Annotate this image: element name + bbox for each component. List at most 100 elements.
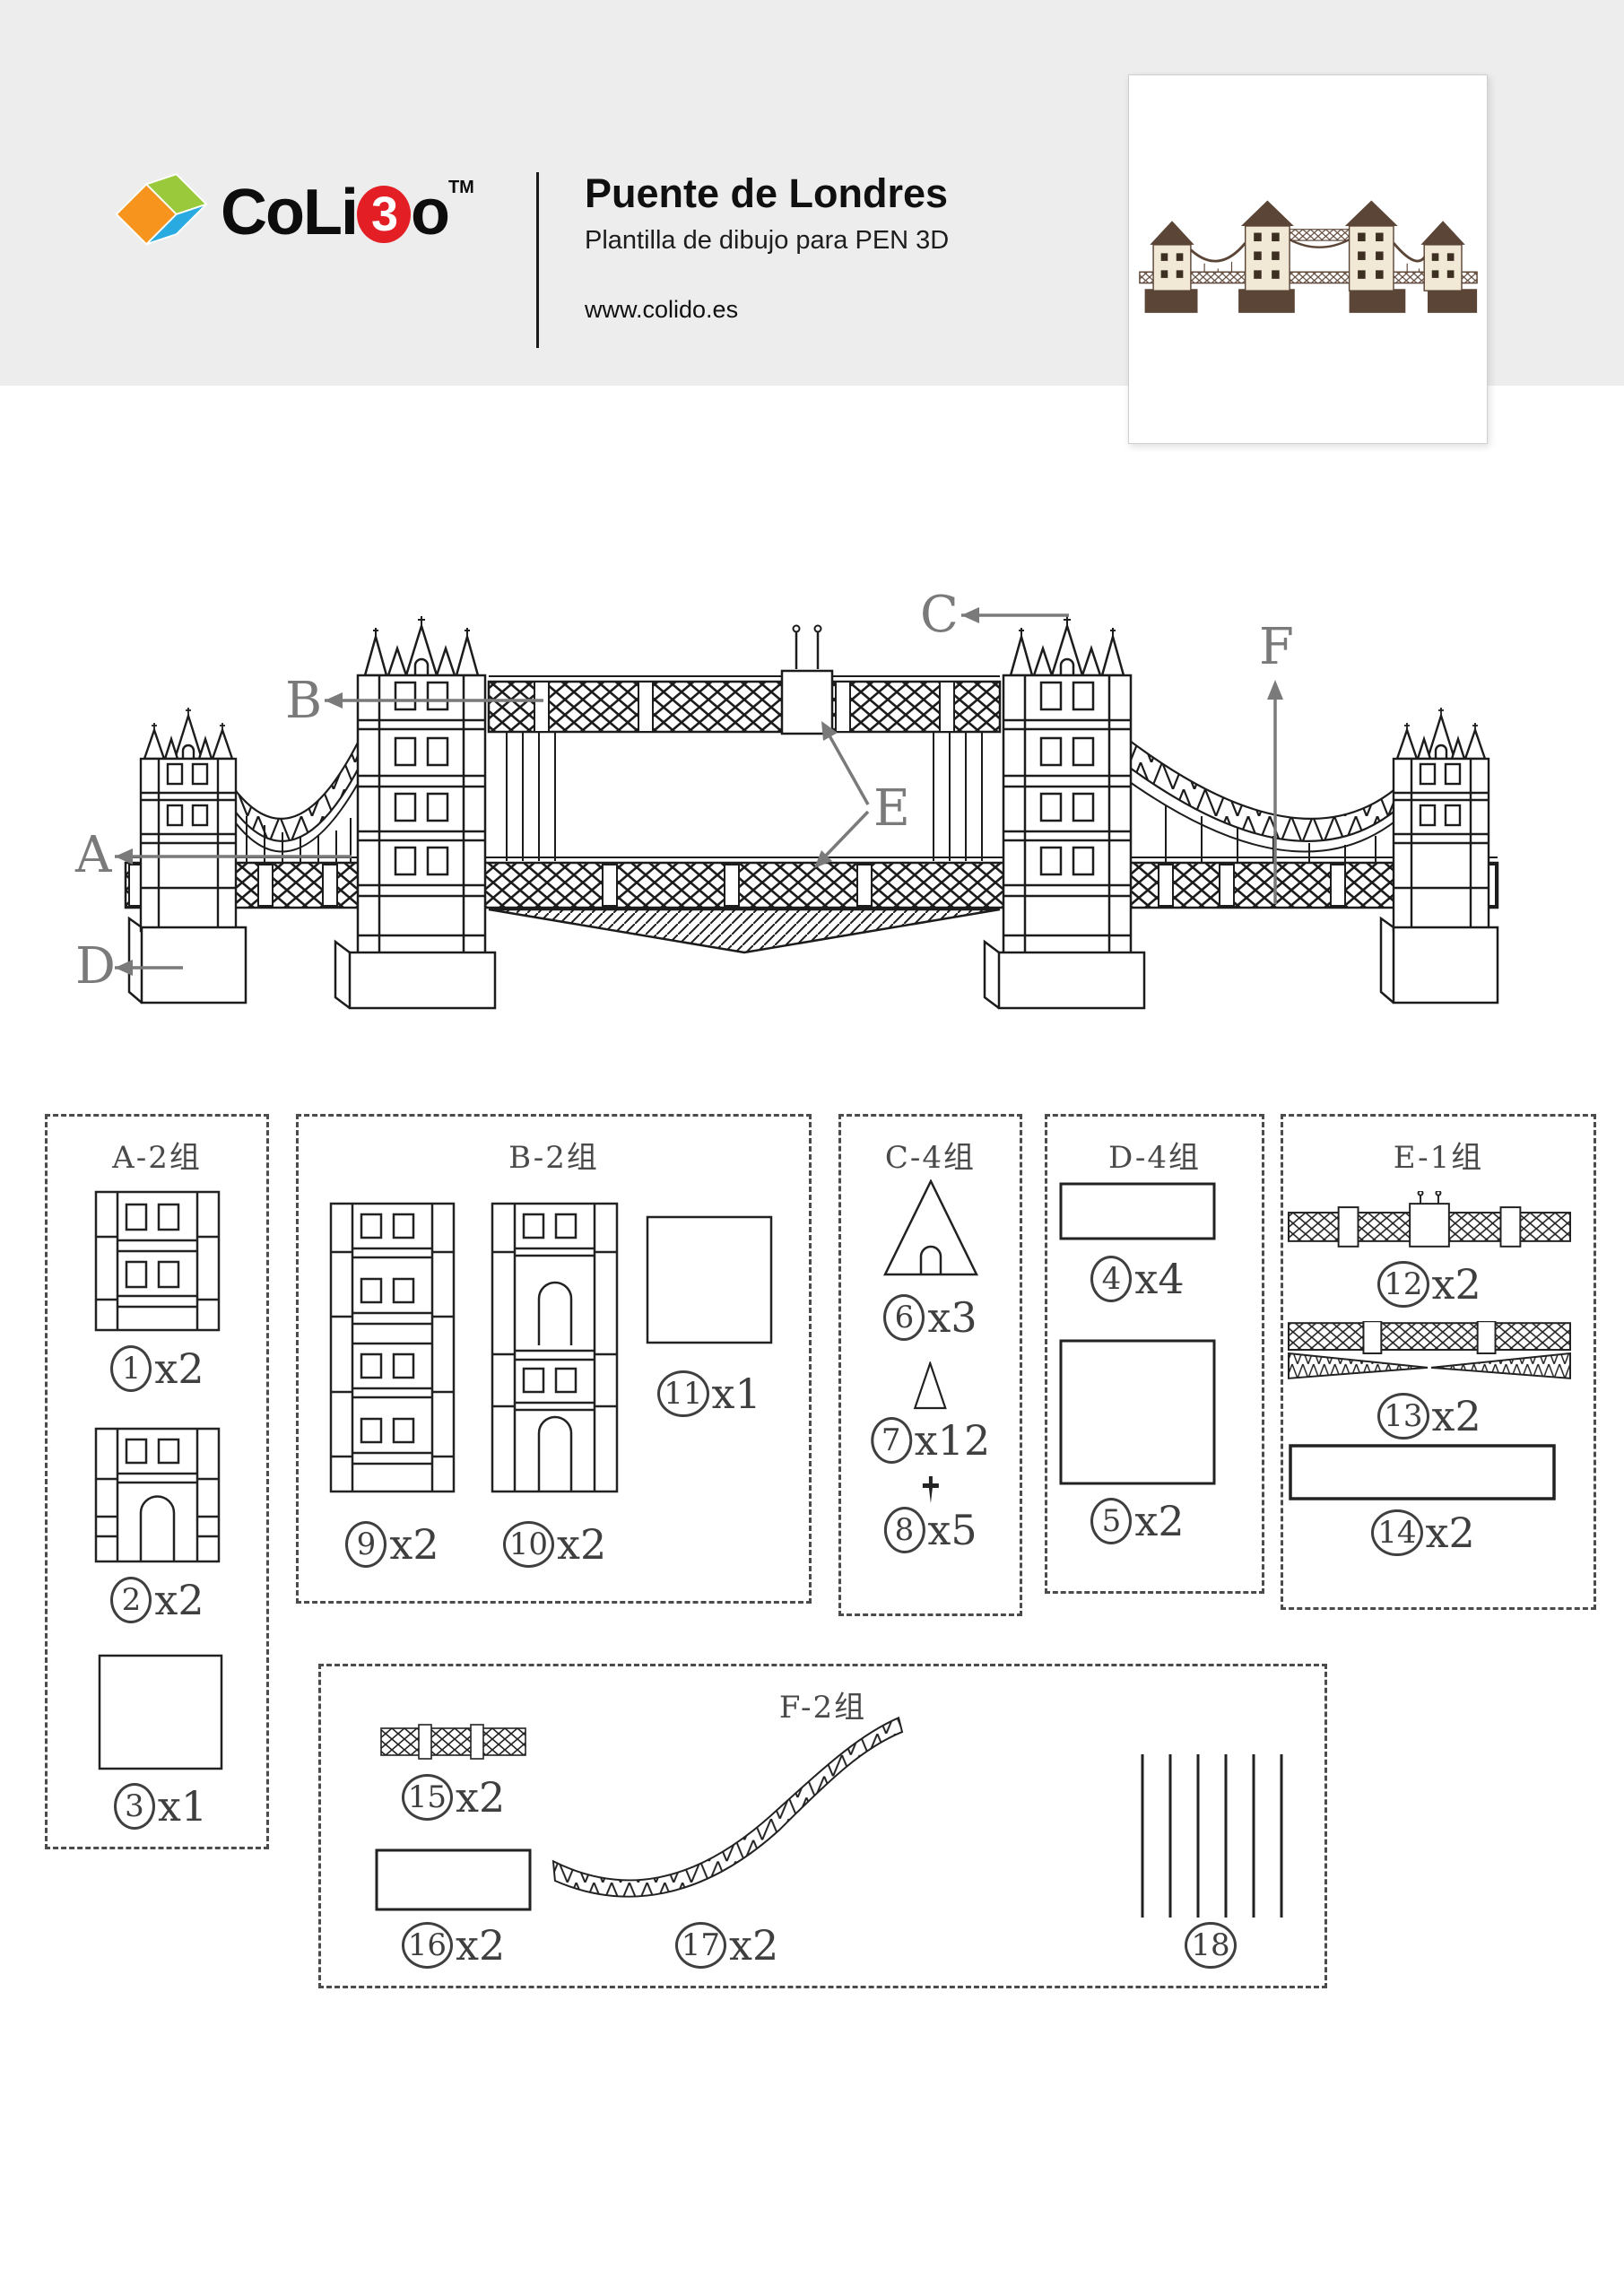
part-18-drawing xyxy=(1141,1754,1283,1918)
part-15-drawing xyxy=(380,1724,526,1760)
part-12-drawing xyxy=(1287,1191,1572,1248)
bridge-line-art: A B C D E F xyxy=(74,586,1499,1010)
part-10-label: 10 x2 xyxy=(502,1520,607,1569)
part-13-drawing xyxy=(1287,1321,1572,1379)
part-8-count: x5 xyxy=(927,1506,977,1554)
part-12-number: 12 xyxy=(1377,1261,1429,1308)
label-e: E xyxy=(873,779,910,838)
part-14-label: 14 x2 xyxy=(1371,1509,1475,1556)
brand-3d-badge: 3 xyxy=(356,186,411,243)
brand-text-suffix: o xyxy=(410,177,450,248)
hanger-rods xyxy=(246,732,1376,863)
part-11-drawing xyxy=(646,1215,773,1344)
part-17-number: 17 xyxy=(674,1922,727,1969)
part-7-number: 7 xyxy=(870,1417,912,1464)
part-8: 8 x5 xyxy=(883,1475,977,1553)
road-deck xyxy=(124,857,1499,909)
brand-text-prefix: CoLi xyxy=(221,177,359,248)
header-divider xyxy=(536,172,539,348)
group-box-f: F-2组 15 x2 16 x2 xyxy=(318,1664,1327,1988)
part-10-number: 10 xyxy=(502,1521,555,1568)
page-title: Puente de Londres xyxy=(585,170,949,216)
label-d: D xyxy=(75,937,116,996)
part-14-drawing xyxy=(1289,1444,1556,1500)
part-9: 9 x2 xyxy=(329,1202,456,1568)
part-11-count: x1 xyxy=(711,1370,761,1418)
part-17-drawing xyxy=(551,1716,904,1898)
part-2-drawing xyxy=(94,1427,221,1563)
part-7-count: x12 xyxy=(914,1416,991,1465)
part-1-count: x2 xyxy=(154,1344,204,1393)
group-c-title: C-4组 xyxy=(884,1140,977,1176)
group-box-b: B-2组 9 x2 xyxy=(296,1114,812,1604)
page-subtitle: Plantilla de dibujo para PEN 3D xyxy=(585,226,950,255)
label-f: F xyxy=(1259,618,1294,676)
part-1-number: 1 xyxy=(110,1345,152,1392)
label-a: A xyxy=(74,826,112,884)
part-4-number: 4 xyxy=(1090,1256,1133,1302)
callout-labels: A B C D E F xyxy=(74,586,1294,996)
model-preview-card xyxy=(1128,74,1488,444)
part-12-count: x2 xyxy=(1431,1260,1481,1309)
part-15-label: 15 x2 xyxy=(401,1773,506,1822)
part-6-label: 6 x3 xyxy=(883,1294,977,1341)
part-3-number: 3 xyxy=(113,1783,155,1830)
group-f-title: F-2组 xyxy=(778,1690,867,1726)
website-link[interactable]: www.colido.es xyxy=(585,296,739,323)
part-10: 10 x2 xyxy=(491,1202,619,1568)
pier-bases xyxy=(127,916,1499,1010)
part-7-label: 7 x12 xyxy=(870,1416,991,1465)
part-11: 11 x1 xyxy=(646,1215,773,1417)
part-2-count: x2 xyxy=(154,1576,204,1624)
part-13-label: 13 x2 xyxy=(1377,1393,1481,1439)
part-4: 4 x4 xyxy=(1059,1182,1216,1302)
part-16-count: x2 xyxy=(456,1921,506,1970)
part-1-drawing xyxy=(94,1190,221,1332)
part-7-drawing xyxy=(913,1361,948,1410)
part-6-count: x3 xyxy=(927,1293,977,1342)
part-6-number: 6 xyxy=(883,1294,925,1341)
part-5-number: 5 xyxy=(1090,1498,1133,1544)
part-16-label: 16 x2 xyxy=(401,1921,506,1970)
group-d-title: D-4组 xyxy=(1107,1140,1201,1176)
part-10-count: x2 xyxy=(557,1520,607,1569)
part-4-drawing xyxy=(1059,1182,1216,1240)
tower-bridge-preview-image xyxy=(1139,200,1478,313)
part-18-number: 18 xyxy=(1185,1922,1237,1969)
part-14: 14 x2 xyxy=(1289,1444,1558,1556)
part-18: 18 xyxy=(1140,1754,1284,1969)
part-8-number: 8 xyxy=(883,1507,925,1553)
group-box-c: C-4组 6 x3 7 x12 8 xyxy=(838,1114,1022,1616)
part-9-label: 9 x2 xyxy=(345,1521,439,1568)
left-small-tower xyxy=(139,706,238,933)
part-3-count: x1 xyxy=(157,1782,208,1831)
colido-cube-logo-icon xyxy=(115,173,208,246)
part-2: 2 x2 xyxy=(94,1427,221,1623)
part-2-number: 2 xyxy=(110,1577,152,1623)
part-16-number: 16 xyxy=(401,1922,454,1969)
part-16: 16 x2 xyxy=(375,1848,532,1969)
group-box-e: E-1组 12 x2 13 xyxy=(1281,1114,1596,1610)
part-13-number: 13 xyxy=(1377,1393,1429,1439)
part-4-label: 4 x4 xyxy=(1090,1256,1185,1302)
group-box-a: A-2组 1 x2 xyxy=(45,1114,269,1849)
part-15-count: x2 xyxy=(456,1773,506,1822)
callout-arrows xyxy=(115,607,1283,976)
part-1-label: 1 x2 xyxy=(110,1345,204,1392)
part-3-label: 3 x1 xyxy=(113,1782,208,1831)
label-b: B xyxy=(285,672,322,730)
part-6-drawing xyxy=(882,1179,978,1276)
right-main-tower xyxy=(1002,614,1133,957)
part-6: 6 x3 xyxy=(882,1179,978,1341)
part-11-label: 11 x1 xyxy=(657,1370,761,1418)
part-15-number: 15 xyxy=(401,1774,454,1821)
part-13: 13 x2 xyxy=(1287,1321,1572,1439)
part-5: 5 x2 xyxy=(1059,1339,1216,1544)
part-3-drawing xyxy=(98,1654,223,1770)
group-a-title: A-2组 xyxy=(112,1140,202,1176)
part-9-drawing xyxy=(329,1202,456,1493)
part-12: 12 x2 xyxy=(1287,1191,1572,1308)
part-3: 3 x1 xyxy=(98,1654,223,1830)
